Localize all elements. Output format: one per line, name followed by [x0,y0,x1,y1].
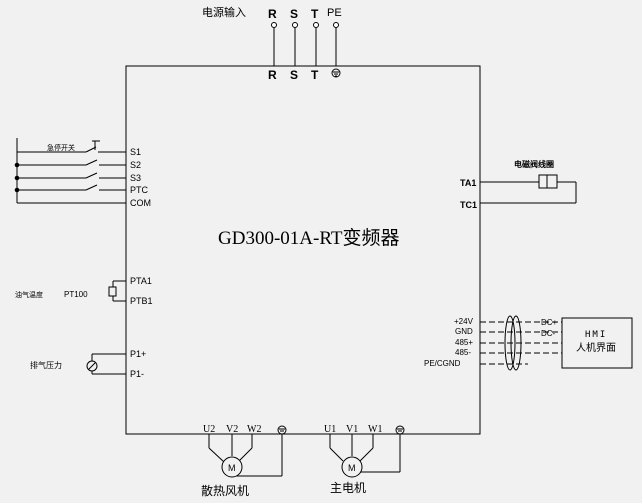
term-v1: V1 [346,424,358,435]
term-485-minus: 485- [455,348,471,357]
solenoid-coil [480,174,577,204]
term-24v: +24V [454,317,474,326]
hmi-box [561,317,633,369]
pt100-label: PT100 [64,290,88,299]
term-s1: S1 [130,147,141,157]
term-s3: S3 [130,173,141,183]
term-485-plus: 485+ [455,338,473,347]
inverter-term-r: R [268,68,277,82]
pressure-sensor [86,353,126,375]
pt100-sensor [108,280,126,302]
hmi-title: HMI [585,330,607,340]
term-dc-minus: DC- [541,329,556,338]
main-motor-wires [329,434,401,473]
term-w2: W2 [247,424,261,435]
term-ptc: PTC [130,185,149,195]
power-term-s: S [290,7,298,21]
fan-label: 散热风机 [201,483,249,498]
switch-network [14,138,126,204]
term-p1-minus: P1- [130,369,144,379]
term-pe-cgnd: PE/CGND [424,359,461,368]
main-motor-icon [341,456,363,478]
fan-motor-letter: M [228,463,236,473]
term-s2: S2 [130,160,141,170]
power-term-r: R [268,7,277,21]
term-w1: W1 [368,424,382,435]
inverter-box [125,65,481,435]
power-input-label: 电源输入 [202,5,246,19]
term-u2: U2 [203,424,215,435]
term-com: COM [130,198,151,208]
power-term-pe: PE [327,7,342,19]
hmi-cable [480,315,562,371]
term-ta1: TA1 [460,178,476,188]
term-tc1: TC1 [460,200,477,210]
fan-wires [208,434,283,477]
fan-motor-icon [221,456,243,478]
term-p1-plus: P1+ [130,349,146,359]
power-input-wires [271,22,339,66]
temperature-label: 油气温度 [15,290,43,299]
main-motor-letter: M [348,463,356,473]
inverter-term-s: S [290,68,298,82]
main-motor-label: 主电机 [330,481,366,495]
term-dc-plus: DC+ [541,318,558,327]
term-gnd: GND [455,327,473,336]
term-v2: V2 [226,424,238,435]
power-term-t: T [311,7,319,21]
term-pta1: PTA1 [130,276,152,286]
term-u1: U1 [324,424,336,435]
hmi-subtitle: 人机界面 [576,341,616,354]
relay-label: 电磁阀线圈 [514,159,554,169]
ground-icon [331,68,341,78]
inverter-title: GD300-01A-RT变频器 [218,227,399,249]
inverter-term-t: T [311,68,319,82]
estop-label: 急停开关 [47,143,75,152]
term-ptb1: PTB1 [130,296,153,306]
pressure-label: 排气压力 [30,360,62,370]
